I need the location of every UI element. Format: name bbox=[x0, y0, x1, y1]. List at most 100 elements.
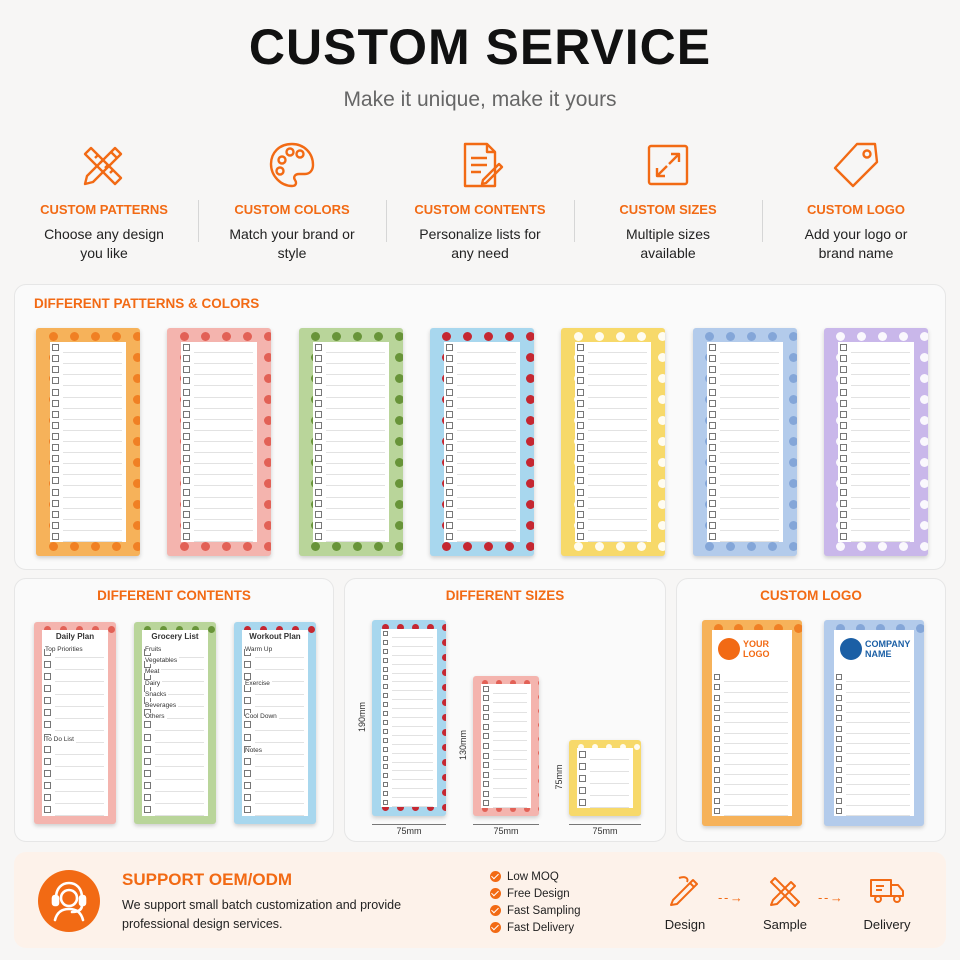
checkbox-icon bbox=[839, 410, 847, 418]
pad-line bbox=[55, 669, 104, 671]
checkbox-icon bbox=[714, 725, 720, 732]
pattern-motif bbox=[920, 458, 928, 467]
checkbox-icon bbox=[836, 674, 842, 681]
checkbox-icon bbox=[314, 355, 322, 363]
pattern-motif bbox=[221, 332, 231, 341]
feature-custom-colors: CUSTOM COLORS Match your brand or style bbox=[198, 138, 386, 268]
pattern-motif bbox=[441, 789, 446, 796]
pad-line bbox=[588, 429, 648, 431]
pad-line bbox=[456, 452, 516, 454]
checkbox-icon bbox=[445, 455, 453, 463]
pattern-motif bbox=[395, 416, 403, 425]
checkbox-icon bbox=[839, 399, 847, 407]
pattern-motif bbox=[920, 353, 928, 362]
patterns-title: DIFFERENT PATTERNS & COLORS bbox=[34, 296, 260, 311]
checkbox-icon bbox=[383, 746, 388, 752]
checkbox-icon bbox=[314, 510, 322, 518]
checkbox-icon bbox=[445, 344, 453, 352]
logo-title: CUSTOM LOGO bbox=[760, 588, 862, 603]
checkbox-icon bbox=[708, 388, 716, 396]
checkbox-icon bbox=[383, 630, 388, 636]
pattern-motif bbox=[836, 624, 845, 633]
checkbox-icon bbox=[708, 366, 716, 374]
check-item: Free Design bbox=[490, 885, 581, 902]
pad-line bbox=[55, 802, 104, 804]
pattern-motif bbox=[657, 542, 666, 551]
check-circle-icon bbox=[490, 888, 501, 899]
pad-paper: COMPANY NAME bbox=[834, 630, 914, 816]
height-label: 190mm bbox=[357, 702, 367, 733]
pattern-motif bbox=[538, 778, 539, 784]
pad-line bbox=[456, 385, 516, 387]
content-line: Beverages bbox=[145, 702, 179, 709]
pattern-motif bbox=[244, 626, 251, 633]
checkbox-icon bbox=[483, 685, 489, 692]
pattern-motif bbox=[263, 437, 272, 446]
checkbox-icon bbox=[183, 388, 191, 396]
pattern-motif bbox=[505, 542, 515, 551]
pattern-motif bbox=[442, 332, 452, 341]
feature-title: CUSTOM LOGO bbox=[807, 202, 905, 217]
checkbox-icon bbox=[839, 466, 847, 474]
pad-line bbox=[588, 363, 648, 365]
pattern-motif bbox=[482, 680, 488, 686]
page-subtitle: Make it unique, make it yours bbox=[343, 88, 617, 111]
checkbox-icon bbox=[244, 672, 251, 680]
pad-line bbox=[719, 407, 779, 409]
pad-line bbox=[255, 766, 304, 768]
pad-line bbox=[63, 496, 122, 498]
checkbox-icon bbox=[836, 735, 842, 742]
pattern-motif bbox=[920, 542, 928, 551]
pad-line bbox=[846, 743, 910, 744]
pad-line bbox=[55, 705, 104, 707]
pad-line bbox=[63, 407, 122, 409]
pad-line bbox=[719, 441, 779, 442]
pattern-motif bbox=[76, 626, 83, 633]
content-line: Dairy bbox=[145, 679, 163, 687]
pad-line bbox=[456, 518, 516, 520]
content-line: Exercise bbox=[245, 679, 272, 687]
checkbox-icon bbox=[445, 377, 453, 385]
pattern-motif bbox=[620, 744, 626, 750]
pad-line bbox=[719, 507, 779, 509]
pattern-motif bbox=[789, 437, 797, 446]
pad-line bbox=[155, 669, 204, 671]
checkbox-icon bbox=[714, 746, 720, 753]
checkbox-icon bbox=[383, 648, 388, 654]
pad-line bbox=[255, 669, 304, 671]
pad-line bbox=[456, 396, 516, 398]
logo-mark-icon bbox=[718, 638, 740, 660]
pad-line bbox=[325, 463, 385, 465]
pad-line bbox=[719, 496, 779, 498]
checkbox-icon bbox=[708, 521, 716, 529]
pad-line bbox=[590, 783, 629, 784]
pad-line bbox=[155, 815, 204, 816]
pad-line bbox=[63, 518, 122, 520]
pattern-pad bbox=[823, 328, 928, 556]
pad-line bbox=[392, 654, 433, 656]
pad-line bbox=[719, 485, 779, 487]
pad-line bbox=[724, 815, 788, 816]
pattern-motif bbox=[705, 542, 714, 551]
checkbox-icon bbox=[383, 755, 388, 761]
checkbox-icon bbox=[708, 488, 716, 496]
pattern-motif bbox=[411, 624, 419, 631]
pad-line bbox=[850, 485, 910, 487]
pad-line bbox=[392, 761, 433, 763]
checkbox-icon bbox=[577, 466, 585, 474]
feature-title: CUSTOM COLORS bbox=[234, 202, 350, 217]
checkbox-icon bbox=[445, 388, 453, 396]
checkbox-icon bbox=[314, 455, 322, 463]
checkbox-icon bbox=[314, 521, 322, 529]
pad-line bbox=[588, 529, 648, 531]
checkbox-icon bbox=[383, 719, 388, 725]
pattern-motif bbox=[747, 332, 756, 341]
pad-line bbox=[846, 804, 910, 806]
checkbox-icon bbox=[483, 781, 489, 788]
checkbox-icon bbox=[708, 455, 716, 463]
pad-line bbox=[850, 429, 910, 431]
checkbox-icon bbox=[52, 532, 59, 540]
pad-line bbox=[846, 681, 910, 683]
checkbox-icon bbox=[52, 499, 59, 507]
pad-line bbox=[255, 693, 304, 695]
